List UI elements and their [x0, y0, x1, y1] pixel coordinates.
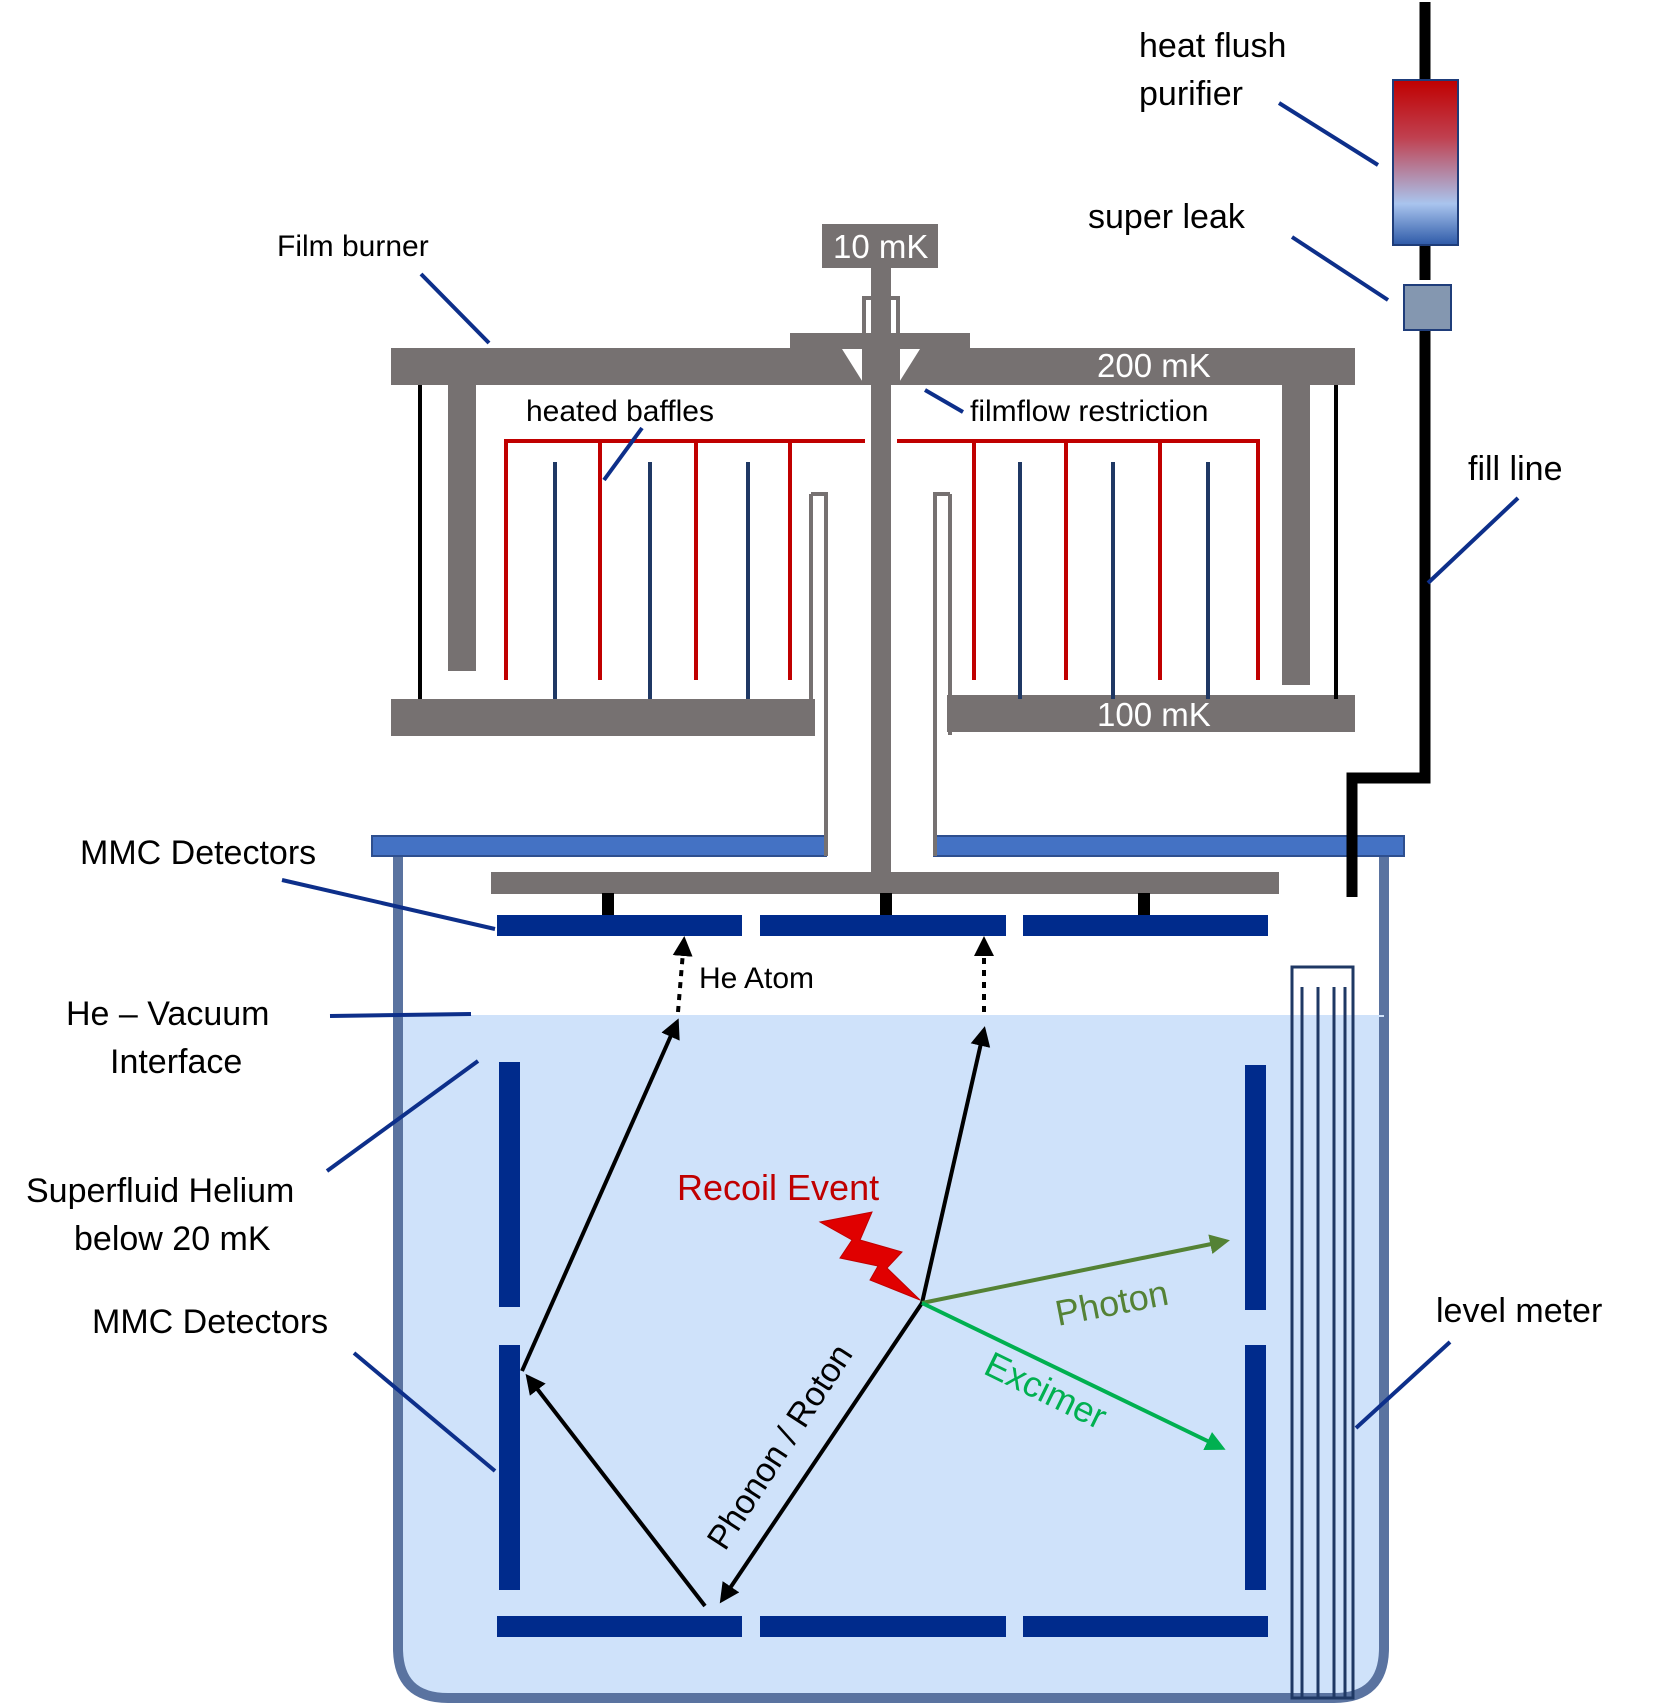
leader-lines: [281, 101, 1520, 1473]
he-vacuum-label-line1: He – Vacuum: [66, 995, 269, 1033]
level-meter: [1290, 965, 1355, 1700]
two-hundred-mk-label: 200 mK: [1097, 347, 1211, 384]
phonon-roton-paths: [520, 936, 994, 1608]
side-tube-right: [933, 492, 952, 856]
cold-baffles: [553, 462, 1210, 699]
super-leak: [1403, 284, 1452, 331]
film-burner-label: Film burner: [277, 230, 429, 263]
film-burner: [391, 224, 1355, 894]
lid-plate-left: [371, 835, 827, 857]
mmc-detectors-side-label: MMC Detectors: [92, 1303, 328, 1341]
superfluid-label-line1: Superfluid Helium: [26, 1172, 294, 1210]
mmc-detectors-top-row: [497, 893, 1268, 936]
level-meter-label: level meter: [1436, 1292, 1602, 1330]
he-atom-label: He Atom: [699, 962, 814, 995]
photon-path: [921, 1234, 1230, 1305]
super-leak-label: super leak: [1088, 198, 1246, 236]
filmflow-restriction: [842, 349, 920, 384]
he-vacuum-label-line2: Interface: [110, 1043, 242, 1081]
recoil-event-label: Recoil Event: [677, 1167, 879, 1208]
ten-mk-label: 10 mK: [833, 228, 928, 265]
heat-flush-label-line2: purifier: [1139, 75, 1243, 113]
mmc-detectors-inner: [497, 1062, 1268, 1637]
vessel-wall: [393, 854, 1389, 1703]
heat-flush-label-line1: heat flush: [1139, 27, 1286, 65]
filmflow-restriction-label: filmflow restriction: [970, 395, 1208, 428]
heated-baffles-label: heated baffles: [526, 395, 714, 428]
fill-line-label: fill line: [1468, 450, 1562, 488]
lid-plate-right: [933, 835, 1405, 857]
heat-flush-purifier: [1392, 79, 1459, 246]
lightning-bolt-icon: [818, 1211, 921, 1301]
pumping-tube: [862, 296, 900, 384]
side-tube-left: [809, 492, 828, 856]
mmc-detectors-top-label: MMC Detectors: [80, 834, 316, 872]
superfluid-label-line2: below 20 mK: [74, 1220, 271, 1258]
superfluid-helium-fill: [398, 1016, 1384, 1698]
hundred-mk-label: 100 mK: [1097, 696, 1211, 733]
excimer-path: [921, 1301, 1226, 1451]
heated-baffles: [504, 439, 1260, 680]
